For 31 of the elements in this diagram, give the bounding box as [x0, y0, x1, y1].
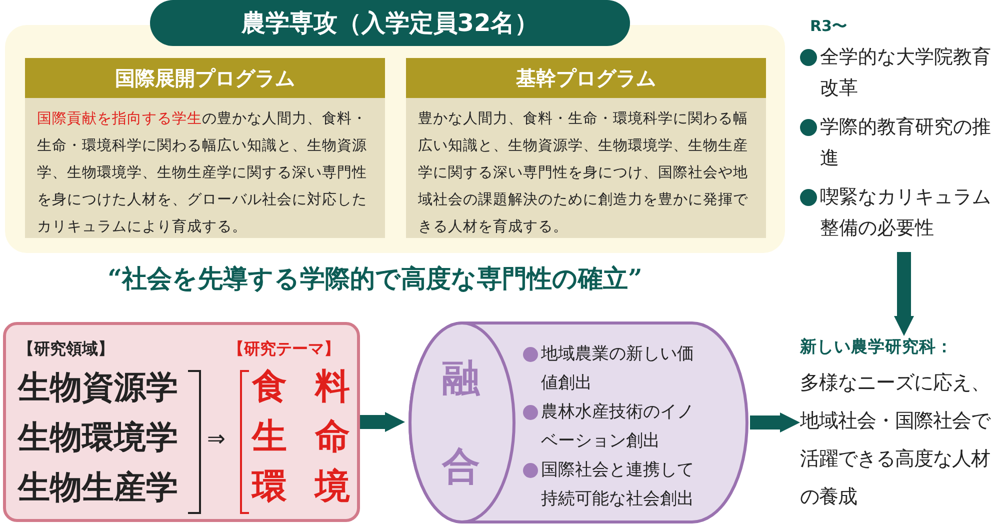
result-text: 多様なニーズに応え、地域社会・国際社会で活躍できる高度な人材の養成	[800, 370, 992, 510]
card-header: 国際展開プログラム	[25, 58, 385, 98]
result-heading: 新しい農学研究科：	[800, 336, 953, 358]
block-arrow	[894, 252, 914, 336]
list-item-text: 喫緊なカリキュラム整備の必要性	[820, 185, 992, 241]
theme-name: 生命	[252, 416, 350, 459]
slogan-text: “社会を先導する学際的で高度な専門性の確立”	[108, 264, 642, 293]
program-card	[25, 58, 385, 238]
list-item-text: 全学的な大学院教育改革	[820, 45, 992, 101]
implies-symbol: ⇒	[207, 426, 226, 454]
list-item-text: 地域農業の新しい価値創出	[541, 343, 695, 395]
list-item-text: 農林水産技術のイノベーション創出	[541, 401, 695, 453]
list-item-text: 国際社会と連携して持続可能な社会創出	[541, 459, 695, 511]
fusion-label: 融合	[442, 355, 481, 490]
section-label: 【研究テーマ】	[228, 339, 340, 360]
field-name: 生物資源学	[18, 367, 178, 408]
section-label: 【研究領域】	[18, 339, 114, 360]
theme-name: 環境	[252, 466, 350, 509]
research-panel	[3, 322, 360, 522]
field-name: 生物環境学	[18, 417, 178, 458]
period-label: R3〜	[810, 17, 847, 36]
field-name: 生物生産学	[18, 467, 178, 508]
card-header: 基幹プログラム	[406, 58, 766, 98]
block-arrow	[360, 412, 405, 432]
description-text: 豊かな人間力、食料・生命・環境科学に関わる幅広い知識と、生物資源学、生物環境学、生物生産学に関する深い専門性を身につけ、国際社会や地域社会の課題解決のために創造力を豊かに発揮できる人材を育成する。	[417, 110, 749, 237]
block-arrow	[750, 412, 800, 432]
description-text: 国際貢献を指向する学生の豊かな人間力、食料・生命・環境科学に関わる幅広い知識と、生物資源学、生物環境学、生物生産学に関する深い専門性を身につけた人材を、グローバル社会に対応したカリキュラムにより育成する。	[36, 110, 368, 237]
list-item-text: 学際的教育研究の推進	[820, 115, 992, 171]
theme-name: 食料	[252, 366, 350, 409]
title-banner: 農学専攻（入学定員32名）	[150, 0, 630, 46]
program-card	[406, 58, 766, 238]
